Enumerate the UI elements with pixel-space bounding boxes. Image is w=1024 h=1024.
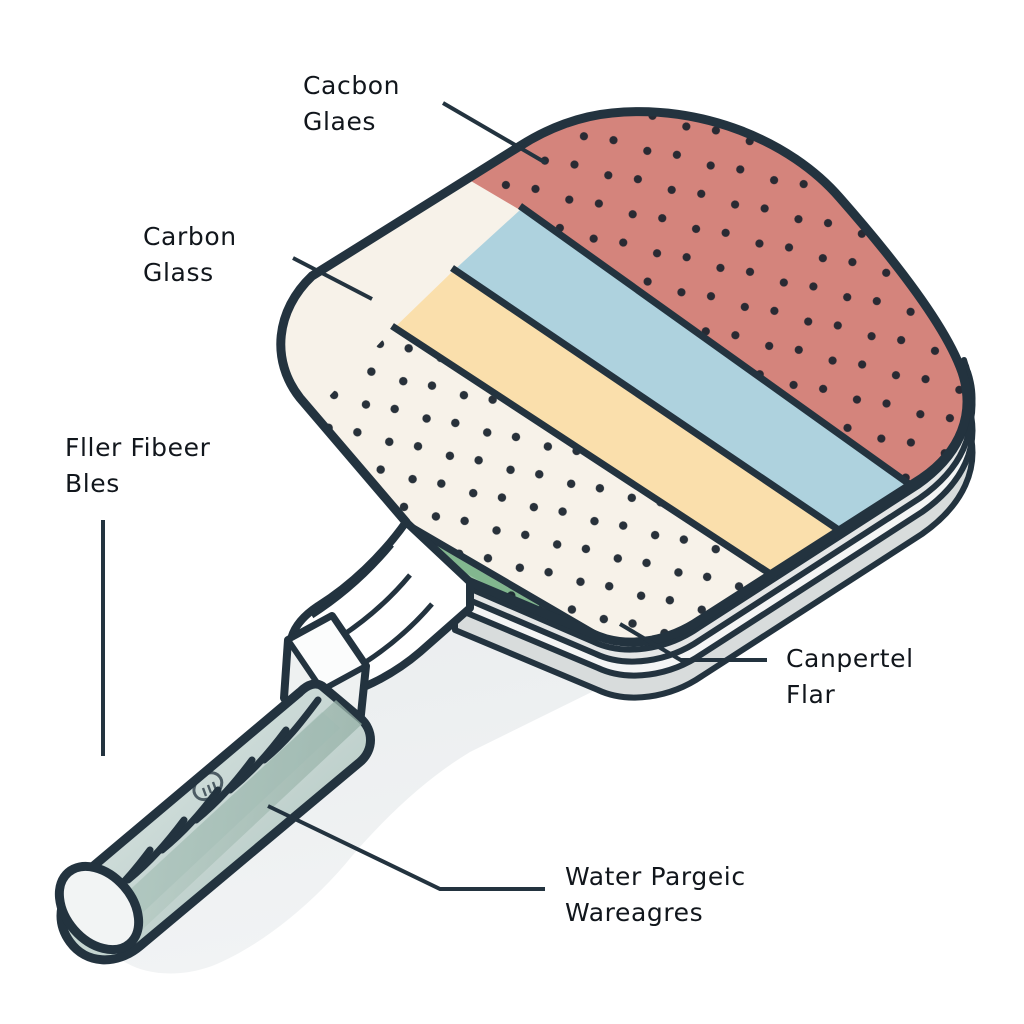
label-water-line1: Water Pargeic — [565, 862, 746, 891]
butt-cap — [54, 861, 144, 955]
label-filler-line1: Fller Fibeer — [65, 433, 211, 462]
label-carbon-glass-line2: Glass — [143, 258, 214, 288]
face-band-cream — [280, 330, 968, 643]
label-filler-line2: Bles — [65, 469, 120, 499]
grip — [54, 679, 375, 965]
label-composite-line2: Flar — [786, 680, 836, 710]
leader-carbon-glass — [292, 256, 373, 301]
label-carbon-glass-line1: Carbon — [143, 222, 237, 251]
label-water-line2: Wareagres — [565, 898, 704, 928]
leader-composite-diagonal — [618, 622, 686, 664]
leader-water — [267, 804, 545, 891]
leader-carbon-glaes — [441, 101, 548, 165]
label-composite-line1: Canpertel — [786, 644, 914, 673]
label-carbon-glaes-line2: Glaes — [303, 107, 377, 137]
leader-lines — [101, 101, 767, 891]
grip-logo-icon — [192, 771, 224, 802]
face-band-red — [300, 111, 968, 560]
label-carbon-glaes-line1: Cacbon — [303, 71, 401, 100]
